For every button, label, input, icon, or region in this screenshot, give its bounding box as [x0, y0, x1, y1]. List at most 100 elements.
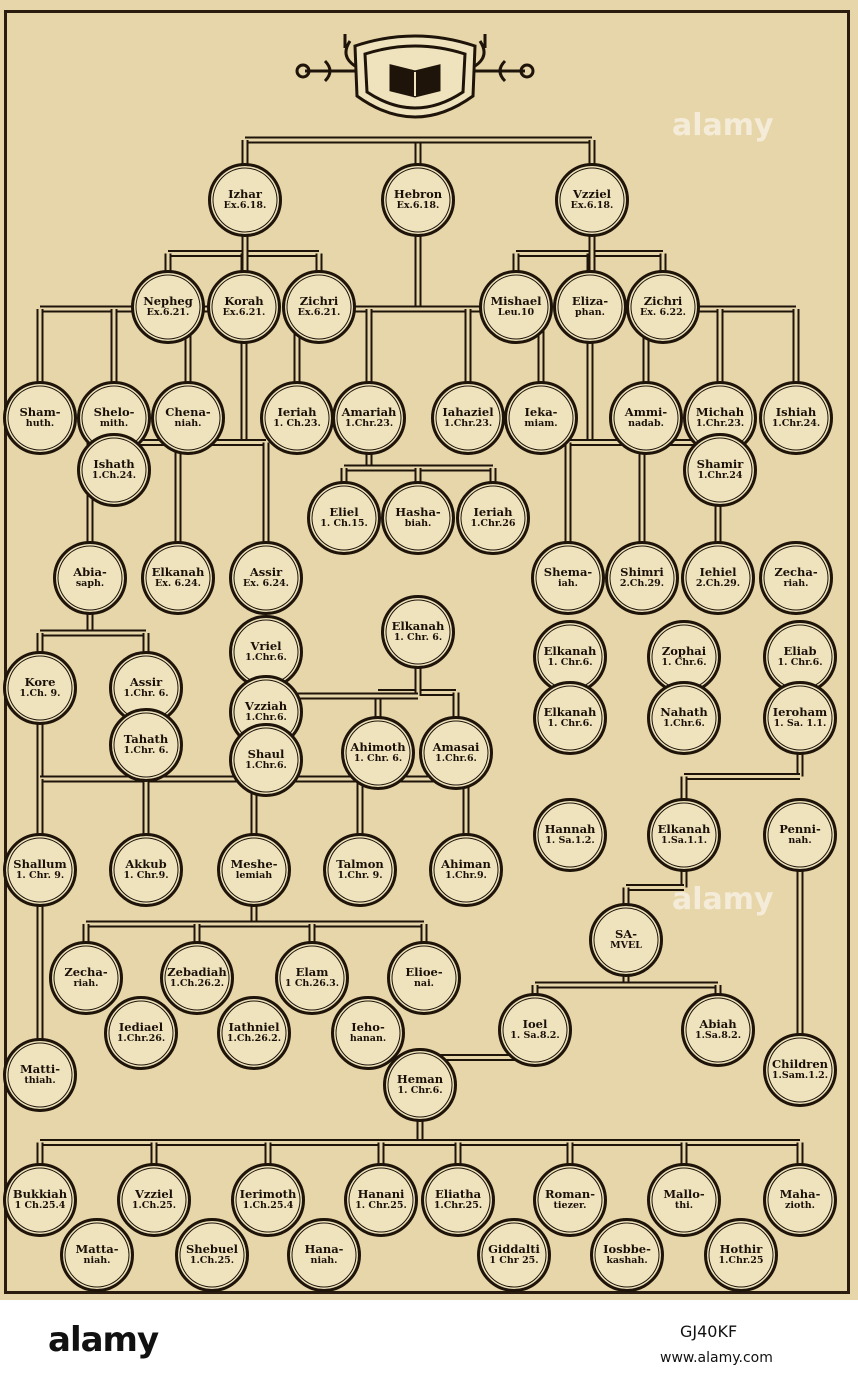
- person-name: Nepheg: [143, 294, 193, 309]
- person-name: Zecha-: [64, 965, 108, 980]
- person-name: Hana-: [304, 1242, 344, 1257]
- book-crest-ornament: [295, 34, 535, 119]
- person-node-shamhuth: Sham-huth.: [3, 381, 77, 455]
- person-reference: saph.: [75, 578, 105, 590]
- person-name: Zophai: [661, 644, 707, 659]
- person-reference: Ex.6.18.: [396, 200, 440, 212]
- person-node-meshelemiah: Meshe-lemiah: [217, 833, 291, 907]
- person-node-mallothi: Mallo-thi.: [647, 1163, 721, 1237]
- person-node-mattaniah: Matta-niah.: [60, 1218, 134, 1292]
- person-node-zechariah2: Zecha-riah.: [49, 941, 123, 1015]
- person-name: Ieho-: [351, 1020, 385, 1035]
- person-name: Hothir: [719, 1242, 763, 1257]
- person-reference: biah.: [404, 518, 432, 530]
- person-reference: 1. Chr.6.: [777, 657, 823, 669]
- watermark: alamy: [672, 882, 774, 917]
- person-reference: 1.Chr.26: [470, 518, 516, 530]
- person-node-zechariah1: Zecha-riah.: [759, 541, 833, 615]
- person-name: Giddalti: [488, 1242, 540, 1257]
- person-reference: 1 Ch.25.4: [14, 1200, 66, 1212]
- person-reference: 1. Sa.8.2.: [510, 1030, 560, 1042]
- person-reference: 1.Sam.1.2.: [771, 1070, 829, 1082]
- person-name: Zebadiah: [167, 965, 227, 980]
- person-name: Elam: [295, 965, 329, 980]
- person-name: Eliel: [329, 505, 359, 520]
- person-node-shemaiah: Shema-iah.: [531, 541, 605, 615]
- person-reference: Ex.6.21.: [222, 307, 266, 319]
- person-name: Iehiel: [699, 565, 737, 580]
- person-reference: 1. Ch.23.: [273, 418, 321, 430]
- person-reference: nah.: [788, 835, 812, 847]
- person-name: Hannah: [544, 822, 596, 837]
- person-name: Shema-: [543, 565, 593, 580]
- person-reference: 1. Chr. 6.: [393, 632, 443, 644]
- person-reference: 1.Ch.25.: [131, 1200, 177, 1212]
- person-reference: 1. Chr. 6.: [353, 753, 403, 765]
- person-reference: nadab.: [628, 418, 664, 430]
- person-reference: 1. Ch.15.: [320, 518, 368, 530]
- person-reference: 1.Chr.6.: [245, 652, 287, 664]
- person-reference: 1.Chr.25.: [433, 1200, 483, 1212]
- person-reference: 1.Ch.24.: [91, 470, 137, 482]
- person-name: Abiah: [699, 1017, 737, 1032]
- person-reference: 1.Chr.6.: [663, 718, 705, 730]
- person-name: Vzziel: [572, 187, 612, 202]
- person-name: Vzziah: [244, 699, 288, 714]
- person-name: Hebron: [393, 187, 443, 202]
- person-name: Chena-: [165, 405, 211, 420]
- person-reference: huth.: [25, 418, 55, 430]
- person-reference: 1. Chr.6.: [661, 657, 707, 669]
- person-node-elizaphan: Eliza-phan.: [553, 270, 627, 344]
- person-node-elioenai: Elioe-nai.: [387, 941, 461, 1015]
- person-reference: Ex.6.18.: [570, 200, 614, 212]
- image-id: GJ40KF: [680, 1322, 738, 1341]
- person-reference: 1 Ch.26.3.: [284, 978, 340, 990]
- person-name: Kore: [24, 675, 56, 690]
- person-name: Meshe-: [230, 857, 278, 872]
- person-reference: zioth.: [785, 1200, 815, 1212]
- person-reference: lemiah: [235, 870, 273, 882]
- footer-url: www.alamy.com: [660, 1350, 773, 1366]
- person-reference: riah.: [73, 978, 99, 990]
- person-name: Matta-: [75, 1242, 119, 1257]
- person-name: Eliab: [783, 644, 817, 659]
- person-name: Akkub: [125, 857, 167, 872]
- person-name: Izhar: [228, 187, 262, 202]
- person-name: Ahiman: [441, 857, 491, 872]
- person-reference: riah.: [783, 578, 809, 590]
- person-reference: thiah.: [24, 1075, 56, 1087]
- page-frame: [4, 10, 850, 1294]
- person-reference: 1. Chr.9.: [123, 870, 169, 882]
- person-name: Michah: [695, 405, 745, 420]
- person-reference: 1. Chr.6.: [397, 1085, 443, 1097]
- person-name: Nahath: [660, 705, 708, 720]
- person-reference: 1.Chr.23.: [443, 418, 493, 430]
